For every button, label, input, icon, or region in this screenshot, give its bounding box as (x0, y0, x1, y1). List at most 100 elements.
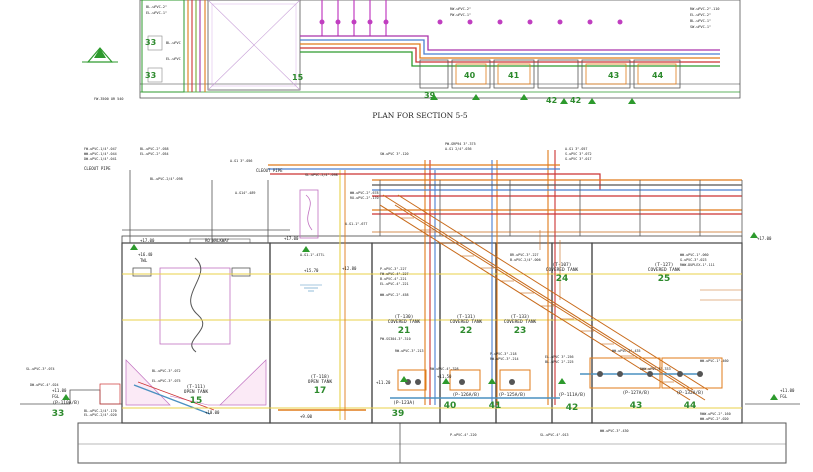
plan-tank-label: 15 (292, 73, 304, 82)
tank-desc: COVERED TANK (504, 319, 537, 325)
svg-text:G-uPVC 3"-017: G-uPVC 3"-017 (565, 157, 592, 161)
elevation-label: +11.00 (52, 388, 67, 393)
svg-text:G-uPVC-3"-023: G-uPVC-3"-023 (680, 258, 707, 262)
svg-text:RWW-DUPLEX-1"-111: RWW-DUPLEX-1"-111 (680, 263, 715, 267)
plan-tank-label: 41 (508, 71, 520, 80)
plan-tank-label: 39 (424, 91, 436, 100)
svg-text:DW-uPVC-1/4"-041: DW-uPVC-1/4"-041 (84, 157, 117, 161)
svg-text:A-G14"-489: A-G14"-489 (235, 191, 255, 195)
svg-text:BL-uPVC-1": BL-uPVC-1" (690, 19, 711, 23)
pump-number: 40 (444, 401, 457, 411)
pump-number: 44 (684, 401, 697, 411)
svg-text:DW-uPVC-4"-024: DW-uPVC-4"-024 (30, 383, 59, 387)
tank-number: 21 (398, 326, 411, 336)
svg-text:EL-uPVC 3"-256: EL-uPVC 3"-256 (545, 355, 574, 359)
tank-labels: (T-111) OPEN TANK 15 (T-118) OPEN TANK 1… (184, 262, 681, 406)
tank-desc: OPEN TANK (184, 389, 209, 395)
svg-text:BL-uPVC-2/4"-170: BL-uPVC-2/4"-170 (84, 409, 117, 413)
svg-text:EL-uPVC-2/4"-020: EL-uPVC-2/4"-020 (84, 413, 117, 417)
pump-number: 33 (52, 409, 65, 419)
svg-text:SL-uPVC-3"-074: SL-uPVC-3"-074 (26, 367, 55, 371)
svg-text:SL-uPVC-2/4"-098: SL-uPVC-2/4"-098 (305, 173, 338, 177)
svg-text:P-uPVC-3"-218: P-uPVC-3"-218 (490, 352, 517, 356)
north-arrow-icon (82, 47, 118, 63)
tank-desc: COVERED TANK (450, 319, 483, 325)
svg-text:BL-uPVC-2"-058: BL-uPVC-2"-058 (140, 147, 169, 151)
pump-labels: (P-110A/B) 33 (P-123A) 39 (P-126A/B) 40 … (52, 390, 704, 419)
pump-name: (P-126A/B) (452, 392, 479, 398)
svg-text:EL-uPVC: EL-uPVC (166, 57, 181, 61)
svg-text:RO-uPVC-2"-170: RO-uPVC-2"-170 (350, 196, 379, 200)
svg-text:RW-uPVC-4"-328: RW-uPVC-4"-328 (430, 367, 459, 371)
svg-text:SW-uPVC-1": SW-uPVC-1" (690, 25, 711, 29)
svg-text:B-uPVC-2/4"-006: B-uPVC-2/4"-006 (510, 258, 541, 262)
svg-text:A-G1 3"-056: A-G1 3"-056 (230, 159, 252, 163)
svg-text:BL-uPVC-2": BL-uPVC-2" (146, 5, 167, 9)
pump-name: (P-123A) (393, 400, 415, 406)
svg-text:P-uPVC-3"-227: P-uPVC-3"-227 (380, 267, 407, 271)
plan-view: BL-uPVC-2" EL-uPVC-1" BL-uPVC EL-uPVC RW… (82, 0, 741, 120)
svg-text:A-G1 3"-057: A-G1 3"-057 (565, 147, 587, 151)
elevation-label: +12.80 (342, 266, 357, 271)
tank-name: (T-118) (311, 374, 330, 380)
cleout-pipe-label: CLEOUT PIPE (256, 168, 283, 173)
svg-text:EL-uPVC-1": EL-uPVC-1" (146, 11, 167, 15)
tank-name: (T-111) (187, 384, 206, 390)
svg-text:A-G1-1"-477L: A-G1-1"-477L (300, 253, 325, 257)
tank-number: 17 (314, 386, 327, 396)
pump-name: (P-125A/B) (498, 392, 525, 398)
svg-text:WW-uPVC-2"-458: WW-uPVC-2"-458 (380, 293, 409, 297)
plan-tank-label: 33 (145, 71, 156, 80)
pump-name: (P-110A/B) (52, 400, 79, 406)
walkway-label: RO WALKWAY (205, 238, 230, 243)
elevation-label: +17.00 (284, 236, 299, 241)
svg-text:WW-uPVC-1"-460: WW-uPVC-1"-460 (700, 359, 729, 363)
fgl-label: FGL (52, 394, 60, 399)
svg-text:FW-uPVC-1/4"-047: FW-uPVC-1/4"-047 (84, 147, 117, 151)
svg-text:RW-uPVC-3"-214: RW-uPVC-3"-214 (490, 357, 519, 361)
section-view: FW-uPVC-1/4"-047 WW-uPVC-1/4"-044 DW-uPV… (20, 142, 800, 464)
svg-text:EL-uPVC-2": EL-uPVC-2" (690, 13, 711, 17)
tank-name: (T-133) (511, 314, 530, 320)
elevation-label: +10.00 (205, 410, 220, 415)
svg-text:A-G1 2/4"-036: A-G1 2/4"-036 (445, 147, 472, 151)
svg-text:RW-uPVC-2"-110: RW-uPVC-2"-110 (690, 7, 720, 11)
pump-name: (P-132A/B) (676, 390, 703, 396)
elevation-label: +17.00 (140, 238, 155, 243)
tank-name: (T-130) (395, 314, 414, 320)
svg-text:BL-uPVC 2"-225: BL-uPVC 2"-225 (545, 360, 574, 364)
plan-tank-label: 42 (546, 96, 557, 105)
svg-text:PW-SS304-3"-310: PW-SS304-3"-310 (380, 337, 411, 341)
svg-text:WW-uPVC-1"-060: WW-uPVC-1"-060 (680, 253, 709, 257)
svg-text:EL-uPVC-3"-075: EL-uPVC-3"-075 (152, 379, 181, 383)
svg-text:S-uPVC 3"-072: S-uPVC 3"-072 (565, 152, 592, 156)
plan-tank-label: 33 (145, 38, 156, 47)
pump-number: 42 (566, 403, 579, 413)
svg-text:BL-uPVC: BL-uPVC (166, 41, 181, 45)
tank-number: 25 (658, 274, 671, 284)
plan-tank-label: 40 (464, 71, 476, 80)
twl-label: TWL (140, 258, 148, 263)
tank-desc: OPEN TANK (308, 379, 333, 385)
plan-title: PLAN FOR SECTION 5-5 (372, 111, 467, 120)
tank-desc: COVERED TANK (546, 267, 579, 273)
tank-desc: COVERED TANK (648, 267, 681, 273)
svg-text:A-G1-1"-677: A-G1-1"-677 (345, 222, 367, 226)
svg-text:BR-uPVC-3"-227: BR-uPVC-3"-227 (510, 253, 539, 257)
svg-text:WW-uPVC-1/4"-044: WW-uPVC-1/4"-044 (84, 152, 117, 156)
tank-number: 23 (514, 326, 527, 336)
tank-name: (T-131) (457, 314, 476, 320)
pump-number: 41 (489, 401, 502, 411)
svg-text:WW-uPVC-2"-435: WW-uPVC-2"-435 (612, 349, 641, 353)
fgl-label: FGL (780, 394, 788, 399)
elevation-label: +11.20 (376, 380, 391, 385)
elevation-label: +15.70 (304, 268, 319, 273)
svg-text:PW-uPVC-1": PW-uPVC-1" (450, 13, 471, 17)
svg-text:P-uPVC-4"-220: P-uPVC-4"-220 (450, 433, 477, 437)
tank-desc: COVERED TANK (388, 319, 421, 325)
elevation-label: +16.40 (138, 252, 153, 257)
svg-text:BL-uPVC-3"-072: BL-uPVC-3"-072 (152, 369, 181, 373)
tank-number: 24 (556, 274, 569, 284)
svg-text:PW-GRP94 3"-375: PW-GRP94 3"-375 (445, 142, 476, 146)
